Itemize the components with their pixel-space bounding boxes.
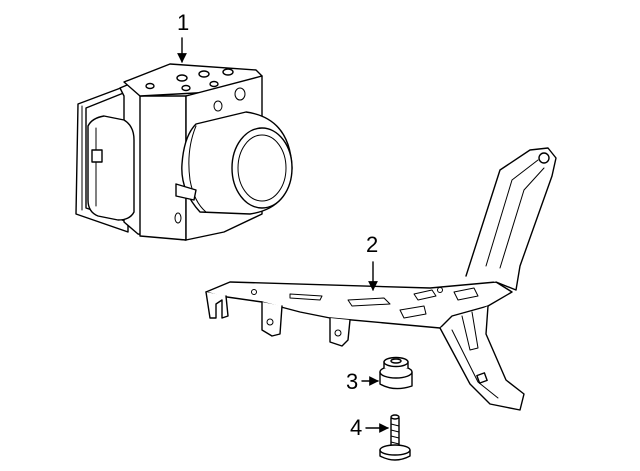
abs-modulator-unit[interactable] (75, 63, 293, 241)
callout-number-3: 3 (346, 369, 358, 394)
rubber-insulator[interactable] (379, 356, 413, 390)
callout-number-4: 4 (350, 415, 362, 440)
callout-number-1: 1 (177, 10, 189, 35)
callout-4: 4 (350, 415, 389, 440)
callout-number-2: 2 (366, 232, 378, 257)
callout-2: 2 (366, 232, 378, 291)
callout-3: 3 (346, 369, 379, 394)
mounting-bolt[interactable] (379, 414, 411, 461)
callout-1: 1 (177, 10, 189, 63)
mounting-bracket[interactable] (205, 147, 557, 411)
